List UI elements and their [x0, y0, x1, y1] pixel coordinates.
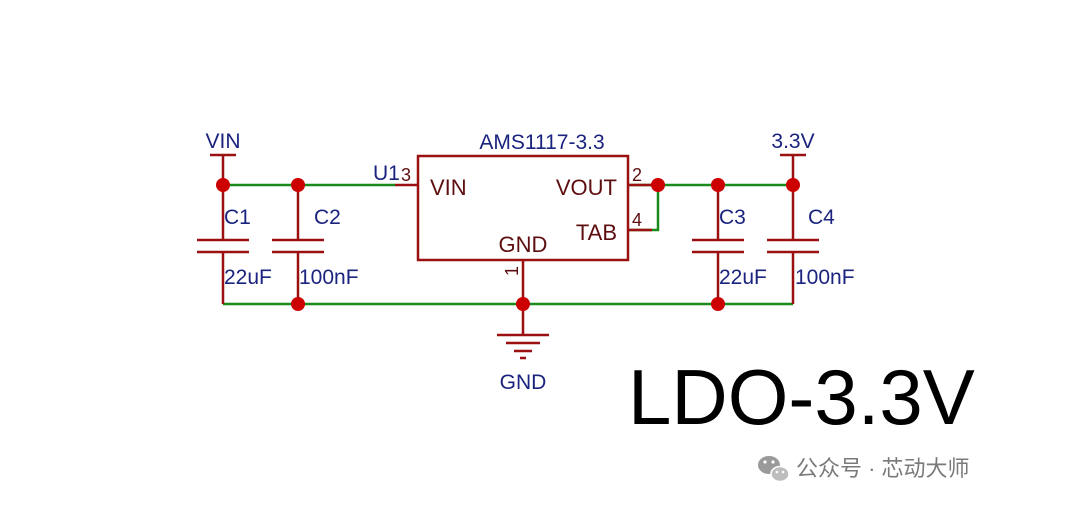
regulator-ic: AMS1117-3.3 U1 VIN VOUT TAB GND 3 2 4 1	[373, 131, 652, 304]
junction-dot	[711, 297, 725, 311]
c1-value: 22uF	[224, 266, 272, 289]
title: LDO-3.3V	[628, 353, 975, 441]
pin-vin-label: VIN	[430, 175, 467, 200]
ground-symbol: GND	[497, 304, 549, 394]
wechat-watermark: 公众号 · 芯动大师	[758, 456, 970, 483]
junction-dot	[786, 178, 800, 192]
pin-vout-number: 2	[632, 165, 642, 185]
ic-value: AMS1117-3.3	[479, 131, 604, 154]
pin-vin-number: 3	[401, 165, 411, 185]
junction-dot	[216, 178, 230, 192]
vin-net-label: VIN	[205, 130, 240, 153]
capacitor-c1: C1 22uF	[197, 185, 272, 304]
junction-dot	[291, 178, 305, 192]
pin-tab-label: TAB	[576, 220, 617, 245]
c2-ref: C2	[314, 206, 341, 229]
c4-value: 100nF	[795, 266, 855, 289]
c4-ref: C4	[808, 206, 835, 229]
c3-ref: C3	[719, 206, 746, 229]
gnd-net-label: GND	[500, 371, 547, 394]
junctions	[216, 178, 800, 311]
pin-gnd-label: GND	[499, 232, 548, 257]
junction-dot	[291, 297, 305, 311]
capacitor-c2: C2 100nF	[272, 185, 359, 304]
ic-ref: U1	[373, 162, 400, 185]
pin-tab-number: 4	[632, 210, 642, 230]
junction-dot	[711, 178, 725, 192]
c2-value: 100nF	[299, 266, 359, 289]
watermark-text: 公众号 · 芯动大师	[796, 456, 970, 481]
capacitor-c3: C3 22uF	[692, 185, 767, 304]
junction-dot	[651, 178, 665, 192]
junction-dot	[516, 297, 530, 311]
pin-gnd-number: 1	[502, 266, 522, 276]
out-net-label: 3.3V	[771, 130, 814, 153]
wechat-icon	[758, 456, 790, 483]
capacitor-c4: C4 100nF	[767, 185, 855, 304]
out-power-symbol: 3.3V	[771, 130, 815, 185]
c3-value: 22uF	[719, 266, 767, 289]
vin-power-symbol: VIN	[205, 130, 241, 185]
c1-ref: C1	[224, 206, 251, 229]
pin-vout-label: VOUT	[556, 175, 617, 200]
